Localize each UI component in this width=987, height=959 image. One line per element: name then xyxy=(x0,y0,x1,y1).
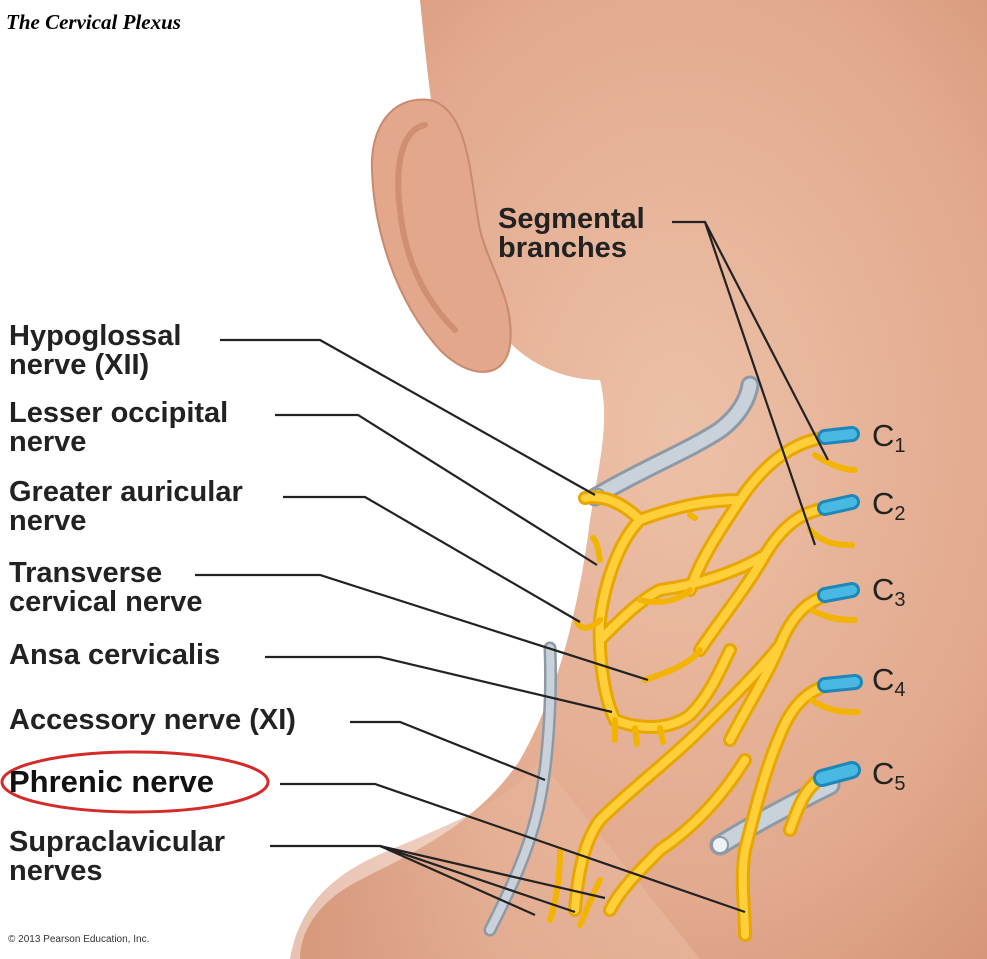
root-label-c2: C2 xyxy=(872,486,906,526)
label-line: Greater auricular xyxy=(9,476,243,508)
label-accessory-nerve: Accessory nerve (XI) xyxy=(9,706,296,735)
leader-segmental-2 xyxy=(703,221,817,546)
root-number: 1 xyxy=(894,435,906,457)
root-label-c5: C5 xyxy=(872,756,906,796)
label-phrenic-nerve: Phrenic nerve xyxy=(9,764,215,799)
leader-accessory xyxy=(350,720,546,782)
label-line: branches xyxy=(498,232,627,264)
phrenic-highlight-ring xyxy=(0,750,270,814)
label-segmental-branches: Segmental branches xyxy=(498,205,645,263)
root-letter: C xyxy=(872,662,895,697)
root-letter: C xyxy=(872,418,895,453)
root-letter: C xyxy=(872,572,895,607)
label-line: Phrenic nerve xyxy=(9,764,215,799)
vessel-lower-cut-end xyxy=(711,836,729,854)
figure-title: The Cervical Plexus xyxy=(6,10,181,34)
label-line: Segmental xyxy=(498,203,645,235)
leader-supraclavicular-2 xyxy=(379,844,576,914)
vessel-lower-highlight xyxy=(712,777,838,853)
leader-supraclavicular-3 xyxy=(379,844,606,900)
nerve-network xyxy=(547,430,861,942)
ear xyxy=(370,98,512,373)
label-hypoglossal-nerve: Hypoglossal nerve (XII) xyxy=(9,322,181,380)
root-number: 2 xyxy=(894,503,906,525)
root-letter: C xyxy=(872,756,895,791)
leader-greater-auricular xyxy=(283,495,581,623)
leader-transverse-cervical xyxy=(195,573,649,682)
root-label-c4: C4 xyxy=(872,662,906,702)
root-number: 3 xyxy=(894,589,906,611)
label-line: nerve (XII) xyxy=(9,349,150,381)
root-number: 5 xyxy=(894,773,906,795)
label-line: cervical nerve xyxy=(9,586,203,618)
label-supraclavicular-nerves: Supraclavicular nerves xyxy=(9,828,225,886)
label-line: Hypoglossal xyxy=(9,320,182,352)
label-line: Transverse xyxy=(9,557,163,589)
root-letter: C xyxy=(872,486,895,521)
label-line: Supraclavicular xyxy=(9,826,225,858)
nerve-root-tips xyxy=(813,426,863,787)
leader-hypoglossal xyxy=(220,338,596,496)
root-label-c1: C1 xyxy=(872,418,906,458)
copyright-notice: © 2013 Pearson Education, Inc. xyxy=(8,934,150,945)
vessel-upper-highlight xyxy=(588,378,757,504)
label-transverse-cervical-nerve: Transverse cervical nerve xyxy=(9,559,202,617)
label-line: nerve xyxy=(9,505,87,537)
leader-lesser-occipital xyxy=(275,413,598,566)
label-ansa-cervicalis: Ansa cervicalis xyxy=(9,641,220,670)
label-line: Accessory nerve (XI) xyxy=(9,704,296,736)
shoulder-region xyxy=(290,760,700,959)
leader-phrenic xyxy=(280,782,746,914)
root-label-c3: C3 xyxy=(872,572,906,612)
leader-lines xyxy=(195,220,829,917)
label-lesser-occipital-nerve: Lesser occipital nerve xyxy=(9,399,228,457)
accessory-nerve-highlight xyxy=(486,644,555,934)
label-line: Lesser occipital xyxy=(9,397,229,429)
root-number: 4 xyxy=(894,679,906,701)
leader-ansa-cervicalis xyxy=(265,655,613,714)
label-line: nerve xyxy=(9,426,87,458)
label-greater-auricular-nerve: Greater auricular nerve xyxy=(9,478,243,536)
ear-inner-fold xyxy=(395,122,458,333)
label-line: Ansa cervicalis xyxy=(9,639,221,671)
label-line: nerves xyxy=(9,855,103,887)
